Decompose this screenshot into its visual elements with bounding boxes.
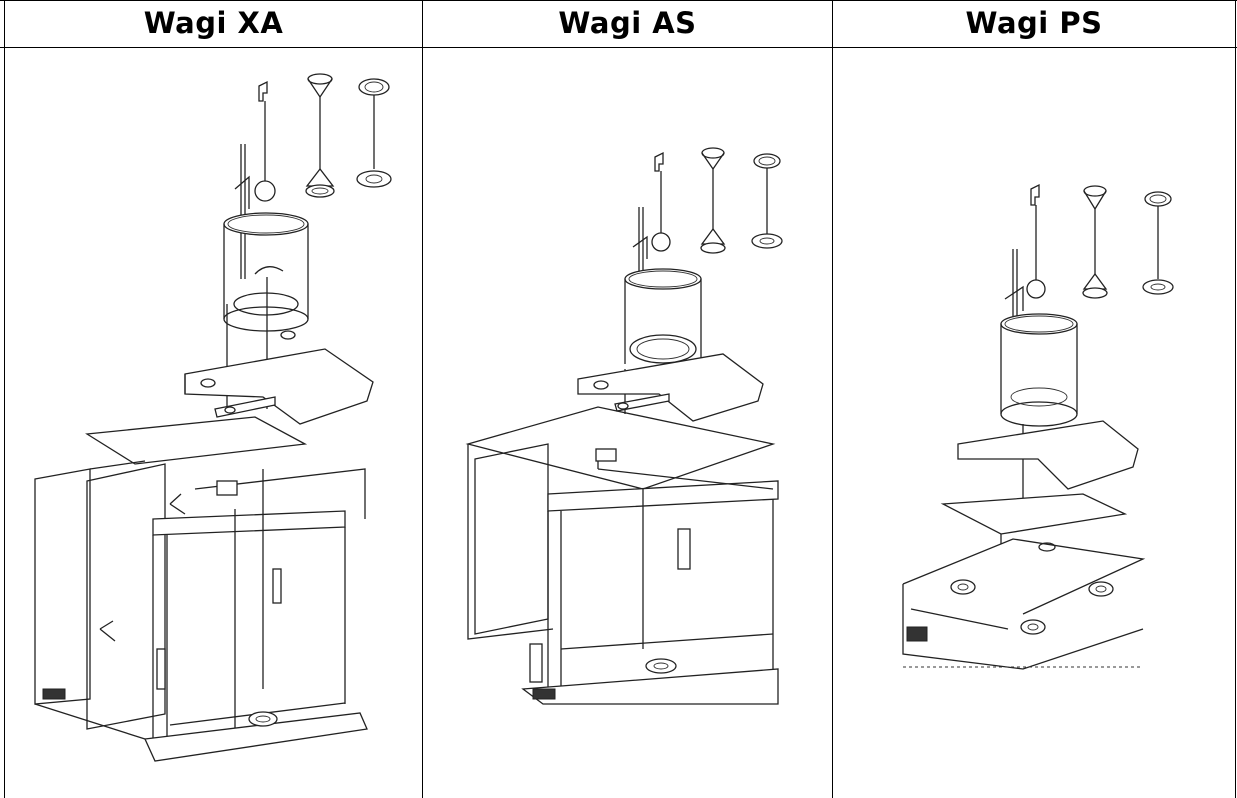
as-balance-drawing [423,49,832,794]
table-right-border [1235,0,1236,798]
as-pan-hanger [751,153,783,249]
column-divider-1 [422,0,423,798]
as-balance-body [465,406,779,705]
xa-beaker [223,144,309,409]
ps-balance-drawing [833,49,1235,794]
ps-bridge [940,420,1139,552]
as-basket-hanger [700,147,726,254]
header-wagi-xa: Wagi XA [143,6,284,40]
xa-basket-hanger [305,73,335,198]
header-wagi-as: Wagi AS [558,6,697,40]
ps-balance-body [902,538,1146,670]
ps-basket-hanger [1082,185,1108,299]
table-top-border [0,0,1237,1]
xa-bridge [184,330,374,425]
xa-sinker-hanger [254,80,276,202]
as-bridge [577,353,764,422]
xa-balance-drawing [5,49,422,794]
ps-pan-hanger [1142,191,1174,295]
table-left-border [4,0,5,798]
xa-balance-body [34,416,368,762]
header-wagi-ps: Wagi PS [965,6,1103,40]
xa-pan-hanger [356,78,392,188]
header-divider [0,47,1237,48]
column-divider-2 [832,0,833,798]
as-sinker-hanger [651,151,671,252]
ps-sinker-hanger [1026,183,1046,299]
